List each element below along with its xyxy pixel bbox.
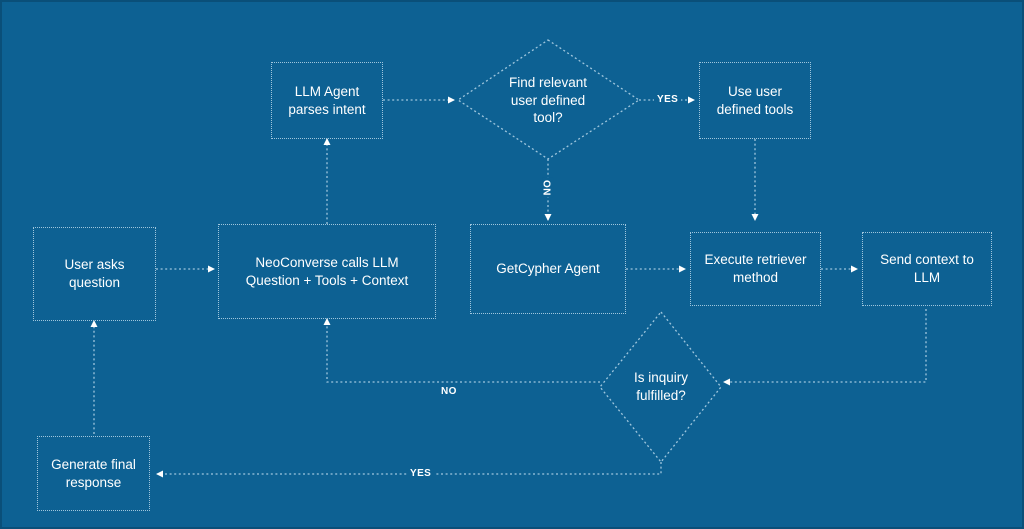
node-label-line1: GetCypher Agent: [496, 261, 600, 277]
node-label-line1: Find relevant: [508, 74, 588, 90]
node-llm-agent-parses-intent[interactable]: LLM Agent parses intent: [271, 62, 383, 139]
shape-find-relevant-tool-diamond: [456, 39, 641, 160]
node-label-line1: LLM Agent: [294, 83, 360, 99]
node-label-line1: Send context to: [880, 252, 974, 268]
node-label-line2: method: [732, 270, 778, 285]
node-label-line1: NeoConverse calls LLM: [255, 254, 399, 270]
node-label-line1: User asks: [64, 257, 125, 273]
node-user-asks-question[interactable]: User asks question: [33, 227, 156, 321]
node-label-line2: question: [68, 275, 121, 290]
edge-label-no-find-tool: NO: [542, 177, 554, 198]
node-label-line3: tool?: [533, 110, 563, 126]
node-label-line2: response: [65, 474, 122, 490]
node-execute-retriever-method[interactable]: Execute retriever method: [690, 232, 821, 306]
node-label-line2: fulfilled?: [636, 388, 686, 403]
node-label-line2: user defined: [510, 92, 586, 108]
edge-label-no-is-inquiry: NO: [438, 386, 460, 397]
edge-label-yes-is-inquiry: YES: [407, 468, 435, 479]
node-label-line1: Execute retriever: [704, 252, 807, 268]
node-label-line2: parses intent: [288, 101, 366, 117]
edge-sendcontext-to-isinquiry: [723, 309, 927, 386]
edge-isinquiry-no-to-neoconverse: [323, 318, 600, 383]
node-neoconverse-calls-llm[interactable]: NeoConverse calls LLM Question + Tools +…: [218, 224, 436, 319]
node-use-user-defined-tools[interactable]: Use user defined tools: [699, 62, 811, 139]
node-label-line1: Use user: [727, 83, 783, 99]
node-send-context-to-llm[interactable]: Send context to LLM: [862, 232, 992, 306]
node-generate-final-response[interactable]: Generate final response: [37, 436, 150, 511]
node-label-line2: LLM: [913, 270, 941, 285]
node-label-line1: Is inquiry: [633, 370, 689, 386]
node-label-line2: Question + Tools + Context: [245, 272, 409, 288]
node-label-line1: Generate final: [51, 456, 136, 472]
node-find-relevant-tool[interactable]: Find relevant user defined tool?: [478, 62, 618, 139]
node-getcypher-agent[interactable]: GetCypher Agent: [470, 224, 626, 314]
node-label-line2: defined tools: [716, 101, 794, 117]
node-is-inquiry-fulfilled[interactable]: Is inquiry fulfilled?: [601, 352, 721, 422]
edge-label-yes-find-tool: YES: [654, 94, 682, 105]
